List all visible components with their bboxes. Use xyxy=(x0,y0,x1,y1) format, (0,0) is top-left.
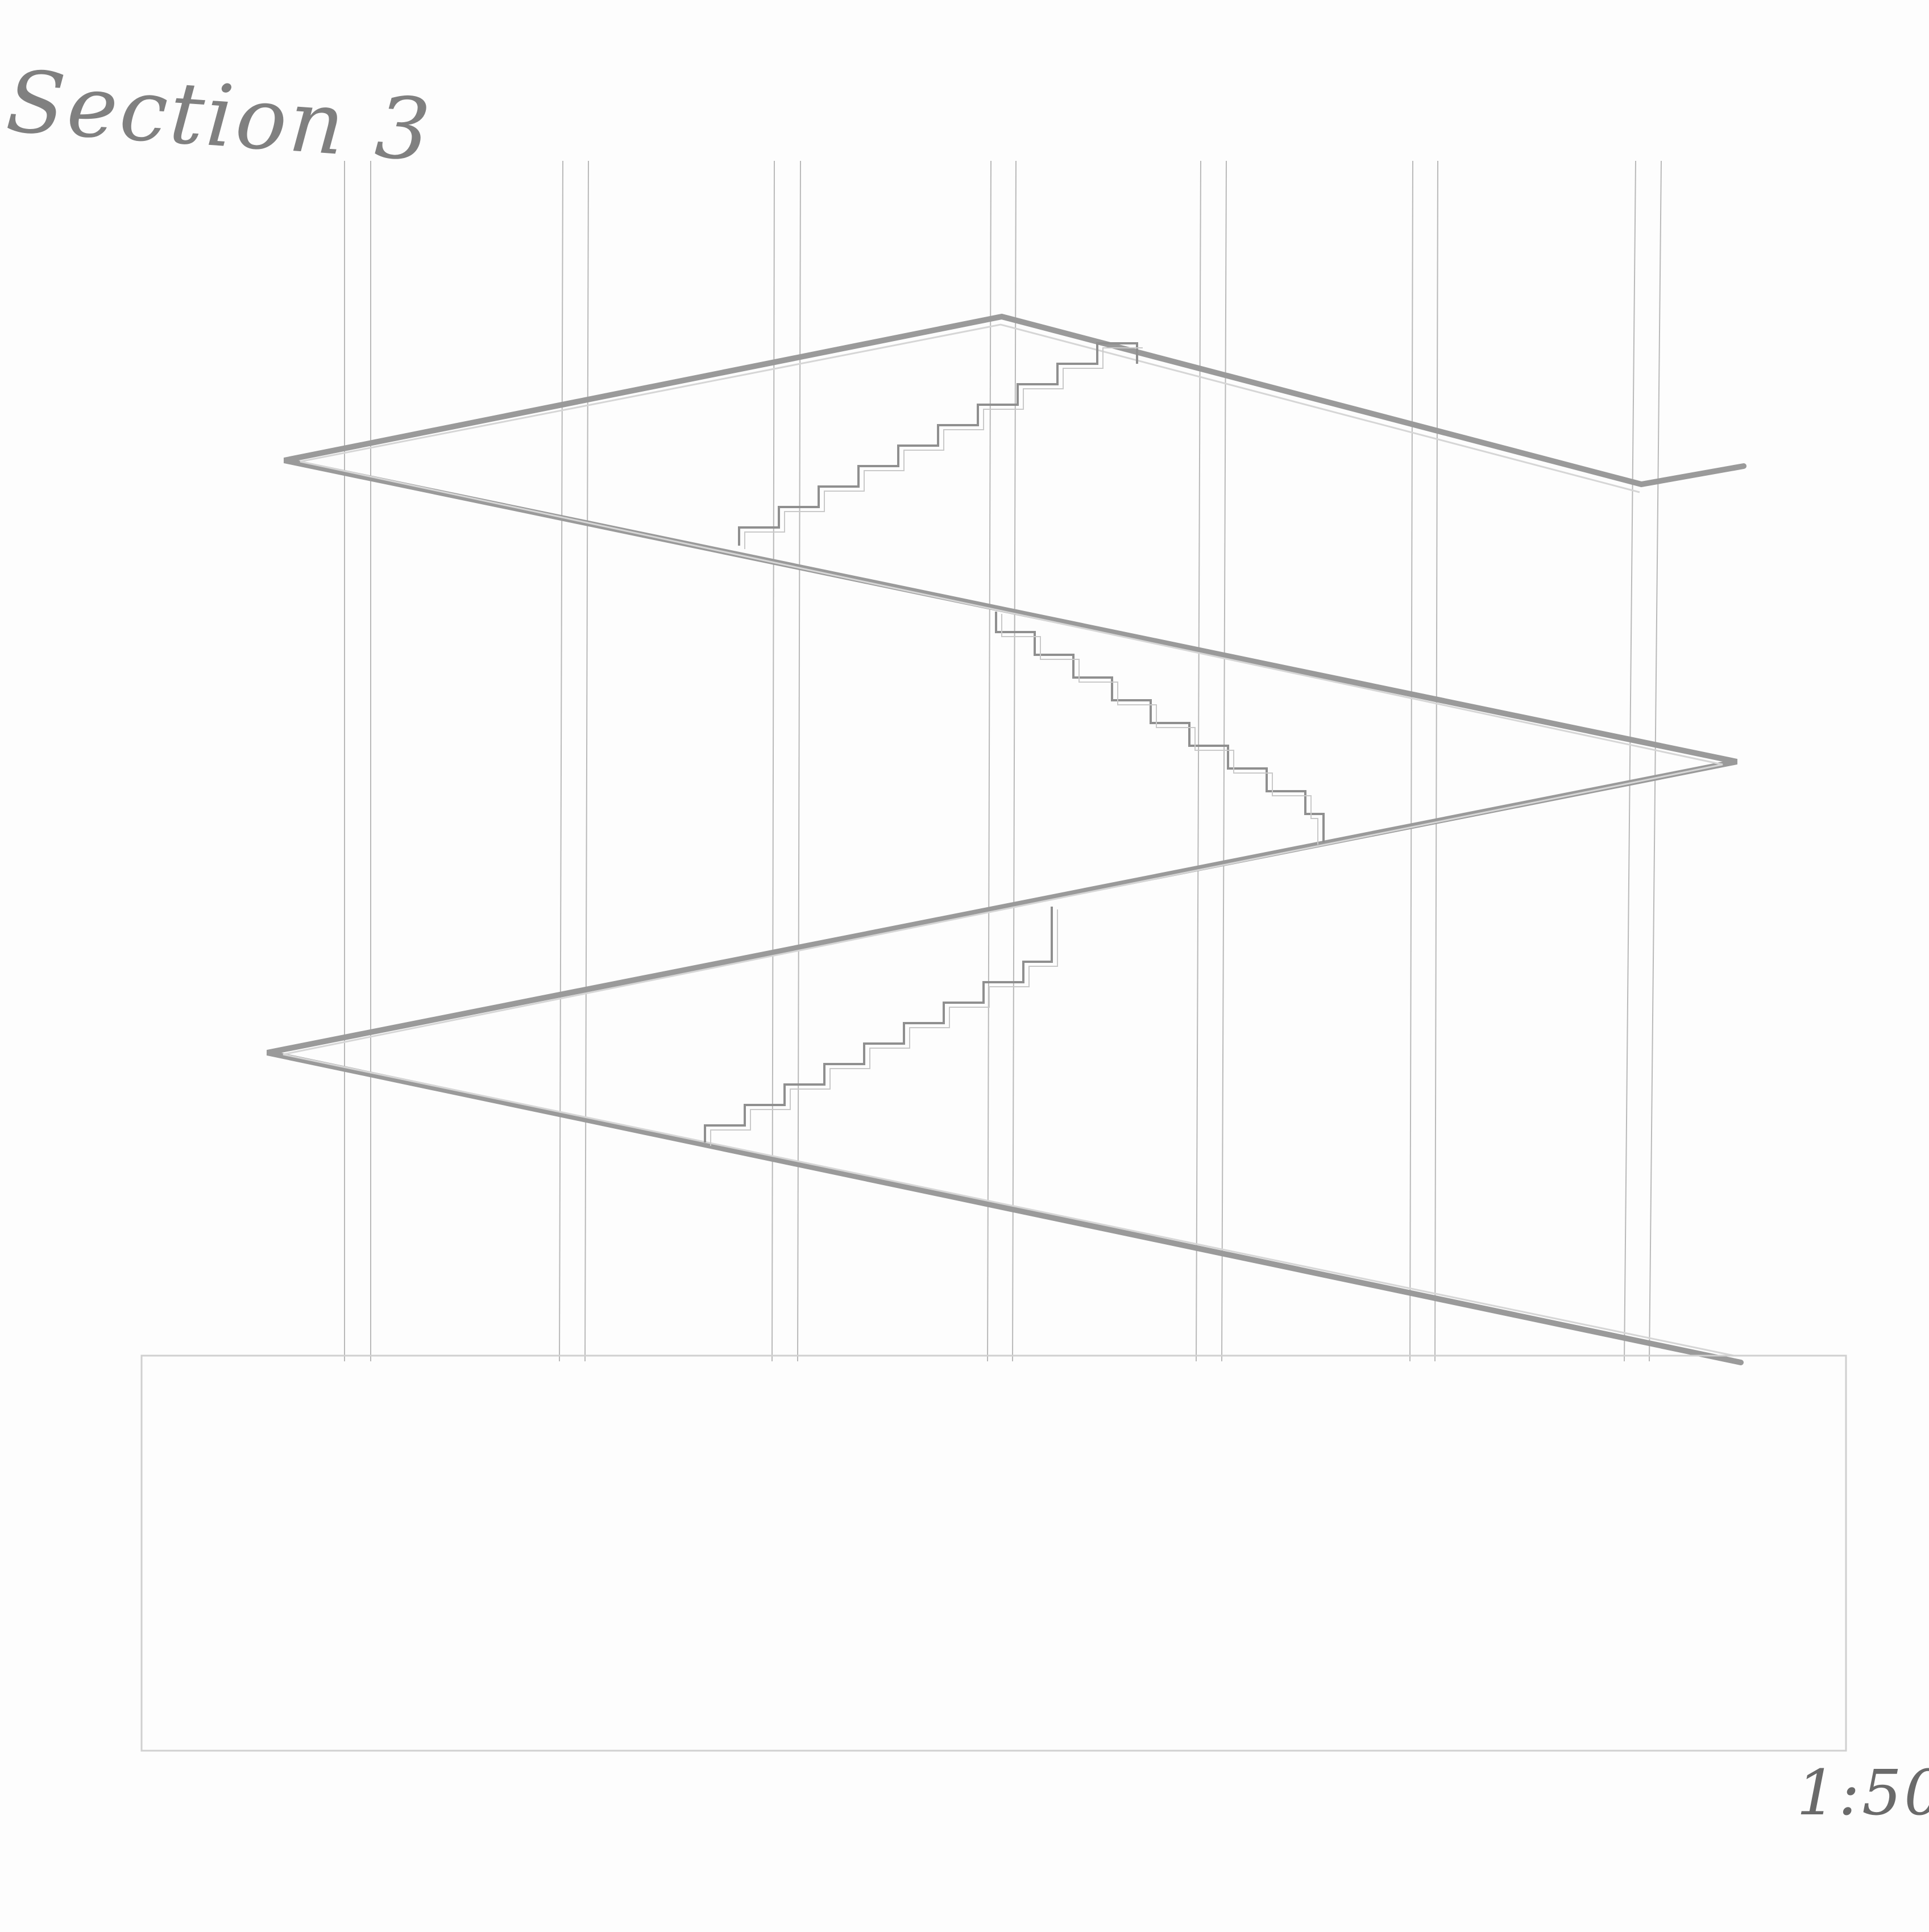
column-grid xyxy=(344,160,1662,1362)
column-line xyxy=(1221,160,1227,1362)
column-line xyxy=(771,160,775,1362)
stair-lower xyxy=(704,907,1058,1146)
floor-slabs xyxy=(266,313,1747,1365)
column-line xyxy=(1409,160,1413,1362)
stair-middle xyxy=(995,612,1325,845)
stair-flight xyxy=(995,612,1325,842)
slab-inner-edge xyxy=(283,323,1735,1357)
stair-flight-edge xyxy=(1001,614,1318,845)
stair-flight xyxy=(738,342,1138,546)
column-line xyxy=(584,160,589,1362)
column-line xyxy=(987,160,992,1362)
stair-upper xyxy=(738,342,1143,549)
ground-rectangle xyxy=(140,1355,1847,1752)
column-line xyxy=(797,160,801,1362)
stair-flight xyxy=(704,907,1053,1142)
ground-block xyxy=(140,1355,1847,1752)
column-line xyxy=(1196,160,1201,1362)
column-line xyxy=(1624,160,1636,1362)
column-line xyxy=(1434,160,1438,1362)
column-line xyxy=(1012,160,1017,1362)
stair-flight-edge xyxy=(710,909,1058,1146)
stair-flight-edge xyxy=(744,347,1143,549)
column-line xyxy=(1649,160,1662,1362)
slab-outline xyxy=(266,313,1747,1365)
scale-label: 1:50 xyxy=(1797,1756,1929,1829)
column-line xyxy=(559,160,563,1362)
